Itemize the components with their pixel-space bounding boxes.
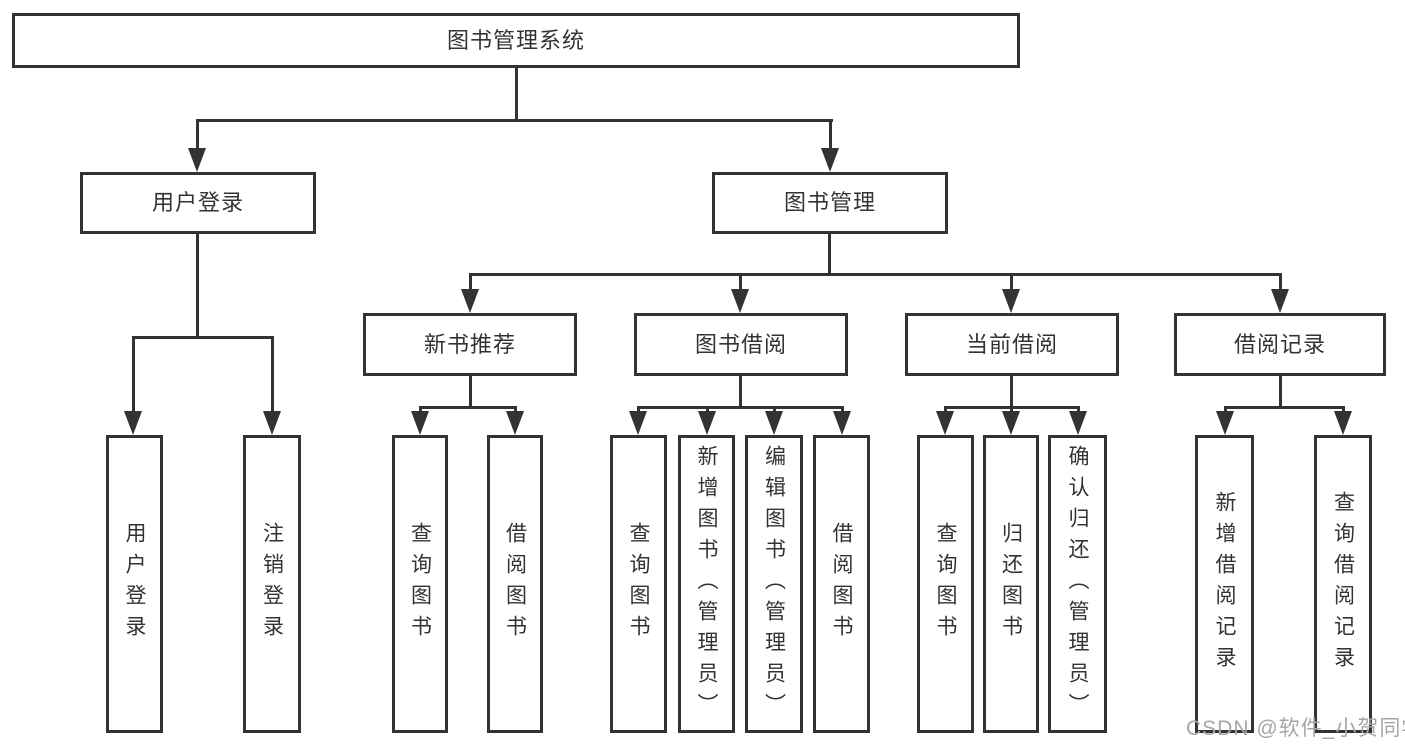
connector-line (706, 406, 709, 414)
connector-line (1279, 374, 1282, 409)
node-current-borrow: 当前借阅 (905, 313, 1119, 376)
arrow-down-icon (411, 411, 429, 435)
leaf-add-books-admin: 新增图书（管理员） (678, 435, 735, 733)
connector-line (469, 273, 472, 292)
node-user-login: 用户登录 (80, 172, 316, 234)
connector-line (773, 406, 776, 414)
leaf-recommend-query-books: 查询图书 (392, 435, 448, 733)
node-borrow-records: 借阅记录 (1174, 313, 1386, 376)
connector-line (1077, 406, 1080, 414)
connector-line (515, 66, 518, 122)
arrow-down-icon (1002, 289, 1020, 313)
connector-line (196, 119, 833, 122)
arrow-down-icon (1271, 289, 1289, 313)
connector-line (1279, 273, 1282, 292)
arrow-down-icon (936, 411, 954, 435)
arrow-down-icon (506, 411, 524, 435)
connector-line (637, 406, 640, 414)
arrow-down-icon (263, 411, 281, 435)
connector-line (469, 374, 472, 409)
arrow-down-icon (1069, 411, 1087, 435)
arrow-down-icon (461, 289, 479, 313)
node-root-system: 图书管理系统 (12, 13, 1020, 68)
node-book-borrow: 图书借阅 (634, 313, 848, 376)
connector-line (829, 119, 832, 151)
csdn-watermark: CSDN @软件_小贺同学 (1186, 717, 1405, 740)
leaf-current-query-books: 查询图书 (917, 435, 974, 733)
node-new-book-recommend: 新书推荐 (363, 313, 577, 376)
connector-line (271, 336, 274, 414)
connector-line (1010, 273, 1013, 292)
arrow-down-icon (765, 411, 783, 435)
leaf-query-borrow-record: 查询借阅记录 (1314, 435, 1372, 733)
connector-line (196, 232, 199, 339)
leaf-logout: 注销登录 (243, 435, 301, 733)
connector-line (637, 406, 844, 409)
arrow-down-icon (629, 411, 647, 435)
connector-line (841, 406, 844, 414)
arrow-down-icon (731, 289, 749, 313)
connector-line (196, 119, 199, 151)
leaf-user-login: 用户登录 (106, 435, 163, 733)
connector-line (132, 336, 135, 414)
connector-line (419, 406, 422, 414)
connector-line (133, 336, 274, 339)
connector-line (1010, 374, 1013, 409)
leaf-recommend-borrow-books: 借阅图书 (487, 435, 543, 733)
leaf-edit-books-admin: 编辑图书（管理员） (745, 435, 803, 733)
leaf-confirm-return-admin: 确认归还（管理员） (1048, 435, 1107, 733)
arrow-down-icon (124, 411, 142, 435)
arrow-down-icon (188, 148, 206, 172)
connector-line (1342, 406, 1345, 414)
leaf-add-borrow-record: 新增借阅记录 (1195, 435, 1254, 733)
connector-line (514, 406, 517, 414)
connector-line (739, 374, 742, 409)
arrow-down-icon (821, 148, 839, 172)
node-book-management: 图书管理 (712, 172, 948, 234)
connector-line (469, 273, 1282, 276)
connector-line (739, 273, 742, 292)
connector-line (828, 232, 831, 276)
connector-line (1010, 406, 1013, 414)
connector-line (419, 406, 517, 409)
leaf-return-books: 归还图书 (983, 435, 1039, 733)
connector-line (1224, 406, 1345, 409)
arrow-down-icon (1216, 411, 1234, 435)
arrow-down-icon (698, 411, 716, 435)
leaf-borrow-query-books: 查询图书 (610, 435, 667, 733)
connector-line (944, 406, 947, 414)
leaf-borrow-books: 借阅图书 (813, 435, 870, 733)
arrow-down-icon (1334, 411, 1352, 435)
arrow-down-icon (1002, 411, 1020, 435)
connector-line (1224, 406, 1227, 414)
arrow-down-icon (833, 411, 851, 435)
